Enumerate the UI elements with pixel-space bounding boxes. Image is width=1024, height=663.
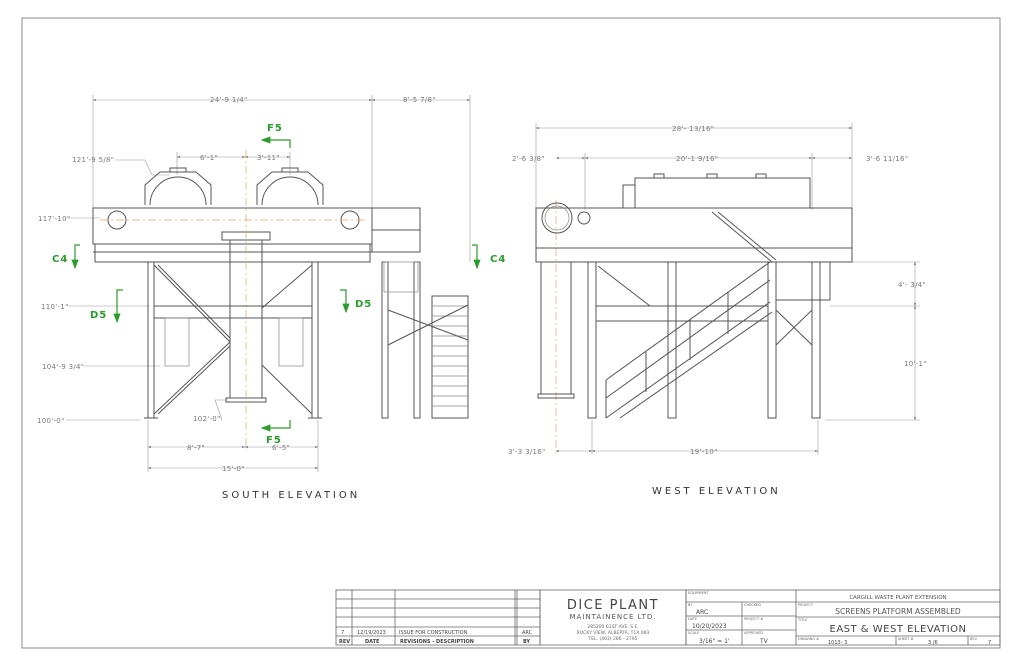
dim-west-left-offset: 2'-6 3/8"	[512, 155, 545, 163]
dim-west-middle: 20'-1 9/16"	[676, 155, 718, 163]
company-name: DICE PLANT	[567, 598, 659, 613]
drawing-date: 10/20/2023	[692, 623, 727, 630]
dim-base-total: 15'-0"	[222, 465, 245, 473]
drawn-by: ARC	[696, 609, 708, 616]
sheet-number: 3 /6	[928, 640, 938, 646]
header-description: REVISIONS - DESCRIPTION	[400, 639, 474, 645]
client-name: CARGILL WASTE PLANT EXTENSION	[849, 595, 946, 601]
elev-top: 121'-9 5/8"	[72, 156, 114, 164]
elev-column-base: 102'-0"	[193, 415, 221, 423]
label-drawing-number: DRAWING #	[798, 637, 819, 641]
west-elevation-title: WEST ELEVATION	[652, 486, 781, 497]
label-by: BY	[688, 603, 693, 607]
dim-west-base-offset: 3'-3 3/16"	[508, 448, 546, 456]
company-subtitle: MAINTAINENCE LTD.	[570, 613, 657, 621]
revision-description: ISSUE FOR CONSTRUCTION	[399, 630, 468, 636]
dim-west-upper-height: 4'- 3/4"	[898, 281, 926, 289]
header-rev: REV	[339, 639, 350, 645]
title-block	[685, 589, 1001, 646]
dim-overall-width: 24'-9 1/4"	[210, 96, 248, 104]
south-elevation-drawing	[66, 95, 481, 472]
label-project-number: PROJECT #	[744, 617, 763, 621]
company-phone: TEL. (403) 286 - 2795	[587, 636, 637, 642]
label-date: DATE	[688, 617, 697, 621]
section-mark-c4-left: C4	[52, 254, 68, 265]
section-mark-d5-right: D5	[355, 299, 372, 310]
south-elevation-title: SOUTH ELEVATION	[222, 490, 360, 501]
label-approved: APPROVED	[744, 631, 763, 635]
elev-lower: 104'-9 3/4"	[42, 363, 84, 371]
drawing-number: 1013- 3	[828, 640, 847, 646]
dim-base-right: 6'-5"	[272, 444, 290, 452]
approved-by: TV	[759, 638, 769, 645]
dim-west-overall-width: 28'- 13/16"	[672, 125, 714, 133]
stair-treads	[432, 305, 468, 407]
elev-mid: 110'-1"	[41, 303, 69, 311]
revision-number: 7	[988, 640, 991, 646]
revision-rev: 7	[341, 630, 344, 636]
project-name: SCREENS PLATFORM ASSEMBLED	[835, 607, 961, 616]
dim-stair-width: 8'-5 7/8"	[403, 96, 436, 104]
header-date: DATE	[365, 639, 380, 645]
company-address-1: 285200 61ST AVE. S.E.	[587, 624, 639, 630]
west-elevation-drawing	[535, 123, 920, 455]
dim-west-right-offset: 3'-6 11/16"	[866, 155, 908, 163]
section-mark-c4-right: C4	[490, 254, 506, 265]
section-mark-d5-left: D5	[90, 310, 107, 321]
label-scale: SCALE	[688, 631, 699, 635]
company-logo-block: DICE PLANT MAINTAINENCE LTD. 285200 61ST…	[539, 589, 687, 646]
sheet-border	[21, 17, 1001, 649]
elev-ground: 100'-0"	[37, 417, 65, 425]
dim-base-left: 8'-7"	[187, 444, 205, 452]
header-by: BY	[523, 639, 531, 645]
drawing-scale: 3/16" = 1'	[699, 638, 730, 645]
revision-date: 12/19/2023	[357, 630, 386, 636]
revision-table	[335, 589, 541, 646]
elev-platform: 117'-10"	[38, 215, 70, 223]
label-title: TITLE	[797, 618, 807, 622]
drawing-title: EAST & WEST ELEVATION	[830, 624, 967, 635]
label-checked: CHECKED	[744, 603, 761, 607]
company-address-2: ROCKY VIEW, ALBERTA, T1X 0K3	[577, 630, 650, 636]
section-mark-f5-top: F5	[267, 123, 283, 134]
label-rev: REV	[970, 637, 978, 641]
dim-screen-spacing-left: 6'-1"	[200, 154, 218, 162]
dim-screen-spacing-right: 3'-11"	[257, 154, 280, 162]
label-equipment: EQUIPMENT	[688, 591, 710, 595]
dim-west-lower-height: 10'-1"	[904, 360, 927, 368]
label-project: PROJECT	[798, 603, 814, 607]
label-sheet: SHEET #	[898, 637, 914, 641]
dim-west-base-span: 19'-10"	[690, 448, 718, 456]
revision-by: ARC	[522, 630, 533, 636]
section-mark-f5-bottom: F5	[266, 435, 282, 446]
